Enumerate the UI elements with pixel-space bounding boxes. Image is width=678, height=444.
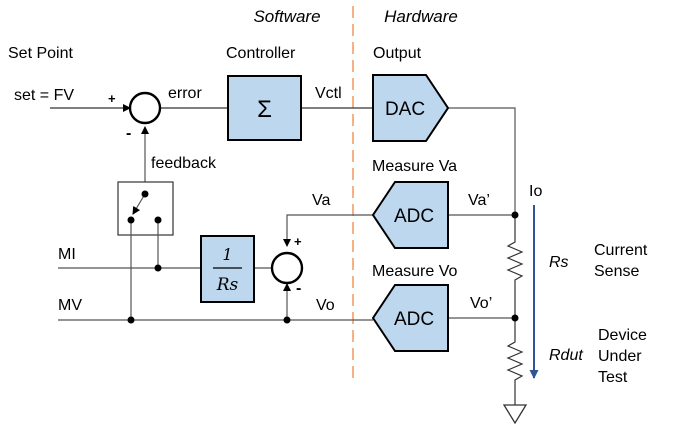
mv-label: MV <box>58 297 82 314</box>
feedback-selector-switch <box>117 181 174 236</box>
resistor-rdut <box>506 318 524 405</box>
label-line: Test <box>598 369 628 386</box>
rdut-label: Rdut <box>549 347 583 364</box>
junction-va-prime <box>511 211 519 219</box>
mi-label: MI <box>58 246 76 263</box>
label-line: Sense <box>594 263 639 280</box>
resistor-rs <box>506 215 524 318</box>
controller-sigma: Σ <box>257 96 272 123</box>
controller-label: Controller <box>226 45 296 62</box>
adc-va-label: ADC <box>394 206 434 227</box>
measure-va-label: Measure Va <box>372 158 457 175</box>
ground-symbol <box>502 404 528 425</box>
wire-dac-output <box>440 107 516 215</box>
inverse-rs-numerator: 1 <box>222 245 232 264</box>
adc-vo-label: ADC <box>394 309 434 330</box>
io-label: Io <box>529 183 542 200</box>
controller-block <box>227 75 302 141</box>
set-point-label: Set Point <box>8 45 73 62</box>
vo-label: Vo <box>316 297 335 314</box>
minus-top-label: - <box>126 125 131 142</box>
inverse-rs-block <box>200 235 255 303</box>
error-summing-junction <box>128 91 162 125</box>
output-label: Output <box>373 45 422 62</box>
inverse-rs-denominator: Rs <box>216 275 239 295</box>
vo-prime-label: Vo’ <box>470 295 492 312</box>
label-line: Device <box>598 327 647 344</box>
junction-switch-left <box>127 216 135 224</box>
junction-switch-top <box>141 190 149 198</box>
vctl-label: Vctl <box>315 85 342 102</box>
dac-block <box>372 74 450 142</box>
switch-lever <box>132 193 146 215</box>
plus-top-label: + <box>108 91 116 106</box>
minus-bottom-label: - <box>296 280 301 297</box>
rs-label: Rs <box>549 254 569 271</box>
junction-mv <box>127 316 135 324</box>
dac-label: DAC <box>385 99 425 120</box>
va-label: Va <box>312 192 330 209</box>
error-label: error <box>168 85 202 102</box>
set-fv-label: set = FV <box>14 87 74 104</box>
hardware-heading: Hardware <box>384 7 458 26</box>
junction-switch-right <box>154 216 162 224</box>
junction-vo-software <box>283 316 291 324</box>
adc-va-block <box>371 181 449 249</box>
label-line: Current <box>594 242 648 259</box>
adc-vo-block <box>371 284 449 352</box>
software-heading: Software <box>253 7 320 26</box>
label-line: Under <box>598 348 642 365</box>
junction-mi <box>154 264 162 272</box>
plus-bottom-label: + <box>294 234 302 249</box>
junction-vo-prime <box>511 314 519 322</box>
measure-vo-label: Measure Vo <box>372 263 457 280</box>
current-summing-junction <box>270 251 304 285</box>
feedback-label: feedback <box>151 155 217 172</box>
va-prime-label: Va’ <box>468 192 490 209</box>
wire-va <box>283 214 373 247</box>
